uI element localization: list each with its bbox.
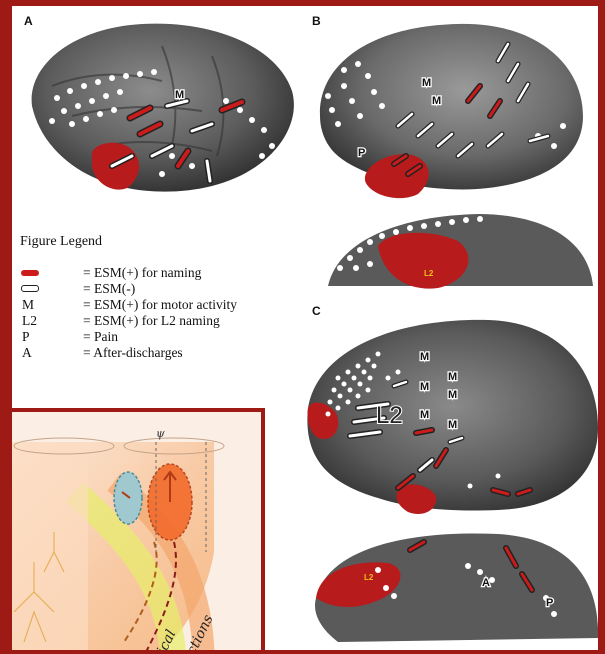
legend-symbol-text: L2 — [22, 313, 37, 329]
panel-a-letter: A — [24, 14, 33, 28]
legend-symbol-text: M — [22, 297, 34, 313]
legend-description: = Pain — [83, 329, 118, 345]
figure-frame: A — [12, 6, 598, 650]
brain-image-a: M — [12, 6, 312, 206]
legend-item-motor: M = ESM(+) for motor activity — [20, 297, 320, 313]
red-bar-icon — [21, 270, 39, 276]
legend-symbol: A — [20, 345, 80, 361]
label-m-c5: M — [420, 409, 429, 421]
inset-cortex-diagram: ψ ical ections — [12, 408, 265, 650]
label-m-b2: M — [432, 95, 441, 107]
label-m-a: M — [175, 89, 184, 101]
panel-c-letter: C — [312, 304, 321, 318]
panel-b: B — [308, 6, 598, 296]
label-l2-c-small: L2 — [364, 573, 374, 582]
legend-description: = ESM(+) for motor activity — [83, 297, 237, 313]
label-m-c4: M — [448, 389, 457, 401]
legend-item-naming: = ESM(+) for naming — [20, 265, 320, 281]
brain-image-c: M M M M M M L2 A P L2 — [298, 298, 598, 650]
panel-b-letter: B — [312, 14, 321, 28]
legend-symbol-text: A — [22, 345, 32, 361]
legend-title: Figure Legend — [20, 234, 320, 250]
legend-symbol — [20, 281, 80, 297]
label-l2-c: L2 — [376, 402, 403, 429]
legend-symbol: P — [20, 329, 80, 345]
panel-a: A — [12, 6, 312, 206]
label-p-b: P — [358, 147, 365, 159]
legend-item-after-discharges: A = After-discharges — [20, 345, 320, 361]
legend-symbol — [20, 265, 80, 281]
label-m-c1: M — [420, 351, 429, 363]
legend-description: = After-discharges — [83, 345, 183, 361]
label-a-c: A — [482, 577, 490, 589]
brain-image-b: M M P L2 — [308, 6, 598, 296]
white-bar-icon — [21, 285, 39, 292]
label-m-c2: M — [448, 371, 457, 383]
label-p-c: P — [546, 597, 553, 609]
legend-symbol: M — [20, 297, 80, 313]
legend-item-l2: L2 = ESM(+) for L2 naming — [20, 313, 320, 329]
legend-description: = ESM(-) — [83, 281, 135, 297]
label-m-b1: M — [422, 77, 431, 89]
legend-symbol: L2 — [20, 313, 80, 329]
legend-symbol-text: P — [22, 329, 30, 345]
legend-description: = ESM(+) for L2 naming — [83, 313, 220, 329]
legend-item-negative: = ESM(-) — [20, 281, 320, 297]
panel-c: C — [298, 298, 598, 650]
figure-legend: Figure Legend = ESM(+) for naming = ESM(… — [20, 234, 320, 361]
legend-item-pain: P = Pain — [20, 329, 320, 345]
cortical-column-illustration — [12, 412, 265, 650]
label-l2-b: L2 — [424, 269, 434, 278]
label-m-c3: M — [420, 381, 429, 393]
inset-psi-symbol: ψ — [156, 427, 165, 440]
legend-description: = ESM(+) for naming — [83, 265, 201, 281]
label-m-c6: M — [448, 419, 457, 431]
